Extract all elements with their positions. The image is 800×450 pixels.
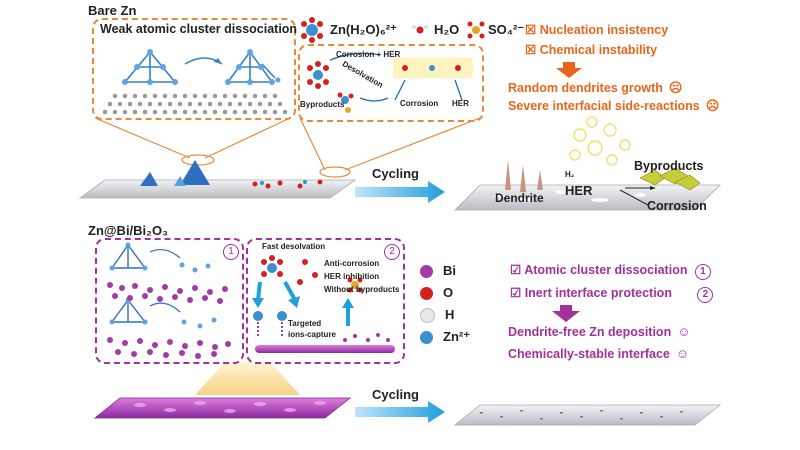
surface-label-dendrite: Dendrite xyxy=(495,191,544,205)
result-1-label: Random dendrites growth xyxy=(508,81,663,95)
top-inset-molecules xyxy=(307,52,473,113)
checkbox-x-icon: ☒ xyxy=(525,43,537,57)
bottom-result-2-label: Chemically-stable interface xyxy=(508,347,670,361)
problem-1-label: Nucleation insistency xyxy=(539,23,669,37)
top-cycling-label: Cycling xyxy=(372,166,419,181)
inset-label-anti-corrosion: Anti-corrosion xyxy=(324,259,380,268)
sad-face-icon: ☹ xyxy=(705,98,720,113)
bottom-inset2-art xyxy=(252,255,395,353)
top-zoom-spot-left xyxy=(181,154,215,166)
bottom-cycling-label: Cycling xyxy=(372,387,419,402)
bottom-down-arrow xyxy=(552,305,580,322)
surface-label-corrosion: Corrosion xyxy=(647,199,707,213)
problem-1: ☒ Nucleation insistency xyxy=(525,22,668,37)
smile-face-icon: ☺ xyxy=(677,324,691,339)
checkbox-checked-icon: ☑ xyxy=(510,286,522,300)
zn-ion-icon xyxy=(420,331,433,345)
bottom-result-2: Chemically-stable interface ☺ xyxy=(508,346,689,361)
result-2: Severe interfacial side-reactions ☹ xyxy=(508,98,719,114)
smile-face-icon: ☺ xyxy=(675,346,690,361)
top-plate-right-damage xyxy=(494,116,701,206)
top-box-title: Weak atomic cluster dissociation xyxy=(100,22,298,36)
h-atom-icon xyxy=(420,308,435,324)
bottom-plate-left-texture xyxy=(134,401,326,413)
legend-zn-ion-label: Zn²⁺ xyxy=(443,329,471,344)
benefit-1-number: 1 xyxy=(694,264,711,280)
bottom-result-1-label: Dendrite-free Zn deposition xyxy=(508,325,672,339)
bottom-inset-box-2 xyxy=(246,238,405,364)
benefit-2: ☑ Inert interface protection 2 xyxy=(510,285,714,303)
problem-2-label: Chemical instability xyxy=(539,43,658,57)
top-pyramid-left xyxy=(122,49,178,85)
top-cycling-arrow xyxy=(355,181,445,203)
inset-label-fast-desolvation: Fast desolvation xyxy=(262,242,326,251)
top-lattice xyxy=(102,93,288,115)
legend-sulfate: SO₄²⁻ xyxy=(488,22,525,37)
problem-2: ☒ Chemical instability xyxy=(525,42,657,57)
bottom-plate-right-texture xyxy=(480,410,683,420)
inset-label-without-byproducts: Without byproducts xyxy=(324,285,400,294)
top-zoom-box-right xyxy=(298,44,484,122)
legend-zn-complex: Zn(H₂O)₆²⁺ xyxy=(330,22,397,37)
top-plate-left-clusters xyxy=(140,160,323,189)
sad-face-icon: ☹ xyxy=(668,80,683,95)
inset-label-byproducts: Byproducts xyxy=(300,100,345,109)
inset-label-her: HER xyxy=(452,99,469,108)
inset-label-corrosion: Corrosion xyxy=(400,99,439,108)
top-plate-left xyxy=(78,179,357,199)
bi-atom-icon xyxy=(420,265,433,279)
bottom-inset1-art xyxy=(107,242,231,359)
top-legend-glyphs xyxy=(301,17,485,43)
benefit-1-label: Atomic cluster dissociation xyxy=(524,263,688,277)
bottom-plate-right xyxy=(453,404,722,426)
benefit-1: ☑ Atomic cluster dissociation 1 xyxy=(510,262,711,280)
inset-2-number: 2 xyxy=(380,241,400,260)
bottom-result-1: Dendrite-free Zn deposition ☺ xyxy=(508,324,690,339)
surface-label-byproducts: Byproducts xyxy=(634,159,704,173)
bottom-glow xyxy=(195,362,300,395)
result-2-label: Severe interfacial side-reactions xyxy=(508,99,700,113)
bottom-cycling-arrow xyxy=(355,401,445,423)
legend-bi-label: Bi xyxy=(443,263,456,278)
legend-water: H₂O xyxy=(434,22,460,37)
section-label-bare-zn: Bare Zn xyxy=(88,3,137,18)
bottom-inset-box-1 xyxy=(95,238,244,364)
top-pyramid-right xyxy=(225,49,281,85)
top-zoom-spot-right xyxy=(319,166,351,178)
inset-label-ions-capture: ions-capture xyxy=(288,330,337,339)
checkbox-checked-icon: ☑ xyxy=(510,263,522,277)
section-label-zn-bi: Zn@Bi/Bi₂O₃ xyxy=(88,223,169,238)
inset-label-corrosion-her: Corrosion + HER xyxy=(336,50,401,59)
legend-h-label: H xyxy=(445,307,455,322)
top-zoom-lines xyxy=(94,117,481,171)
inset-label-targeted: Targeted xyxy=(288,319,322,328)
legend-o: O xyxy=(420,285,454,301)
top-down-arrow xyxy=(556,62,582,78)
top-zoom-box-left xyxy=(92,18,296,120)
surface-label-h2: H₂ xyxy=(565,170,575,179)
result-1: Random dendrites growth ☹ xyxy=(508,80,682,96)
benefit-2-label: Inert interface protection xyxy=(524,286,672,300)
legend-h: H xyxy=(420,307,455,324)
legend-bi: Bi xyxy=(420,263,456,279)
checkbox-x-icon: ☒ xyxy=(525,23,537,37)
inset-1-number: 1 xyxy=(219,241,239,260)
benefit-2-number: 2 xyxy=(697,287,714,303)
inset-label-her-inhibition: HER inhibition xyxy=(324,272,380,281)
bottom-plate-left xyxy=(93,397,352,419)
o-atom-icon xyxy=(420,287,433,301)
surface-label-her: HER xyxy=(565,183,593,198)
legend-zn-ion: Zn²⁺ xyxy=(420,329,470,345)
legend-o-label: O xyxy=(443,285,454,300)
